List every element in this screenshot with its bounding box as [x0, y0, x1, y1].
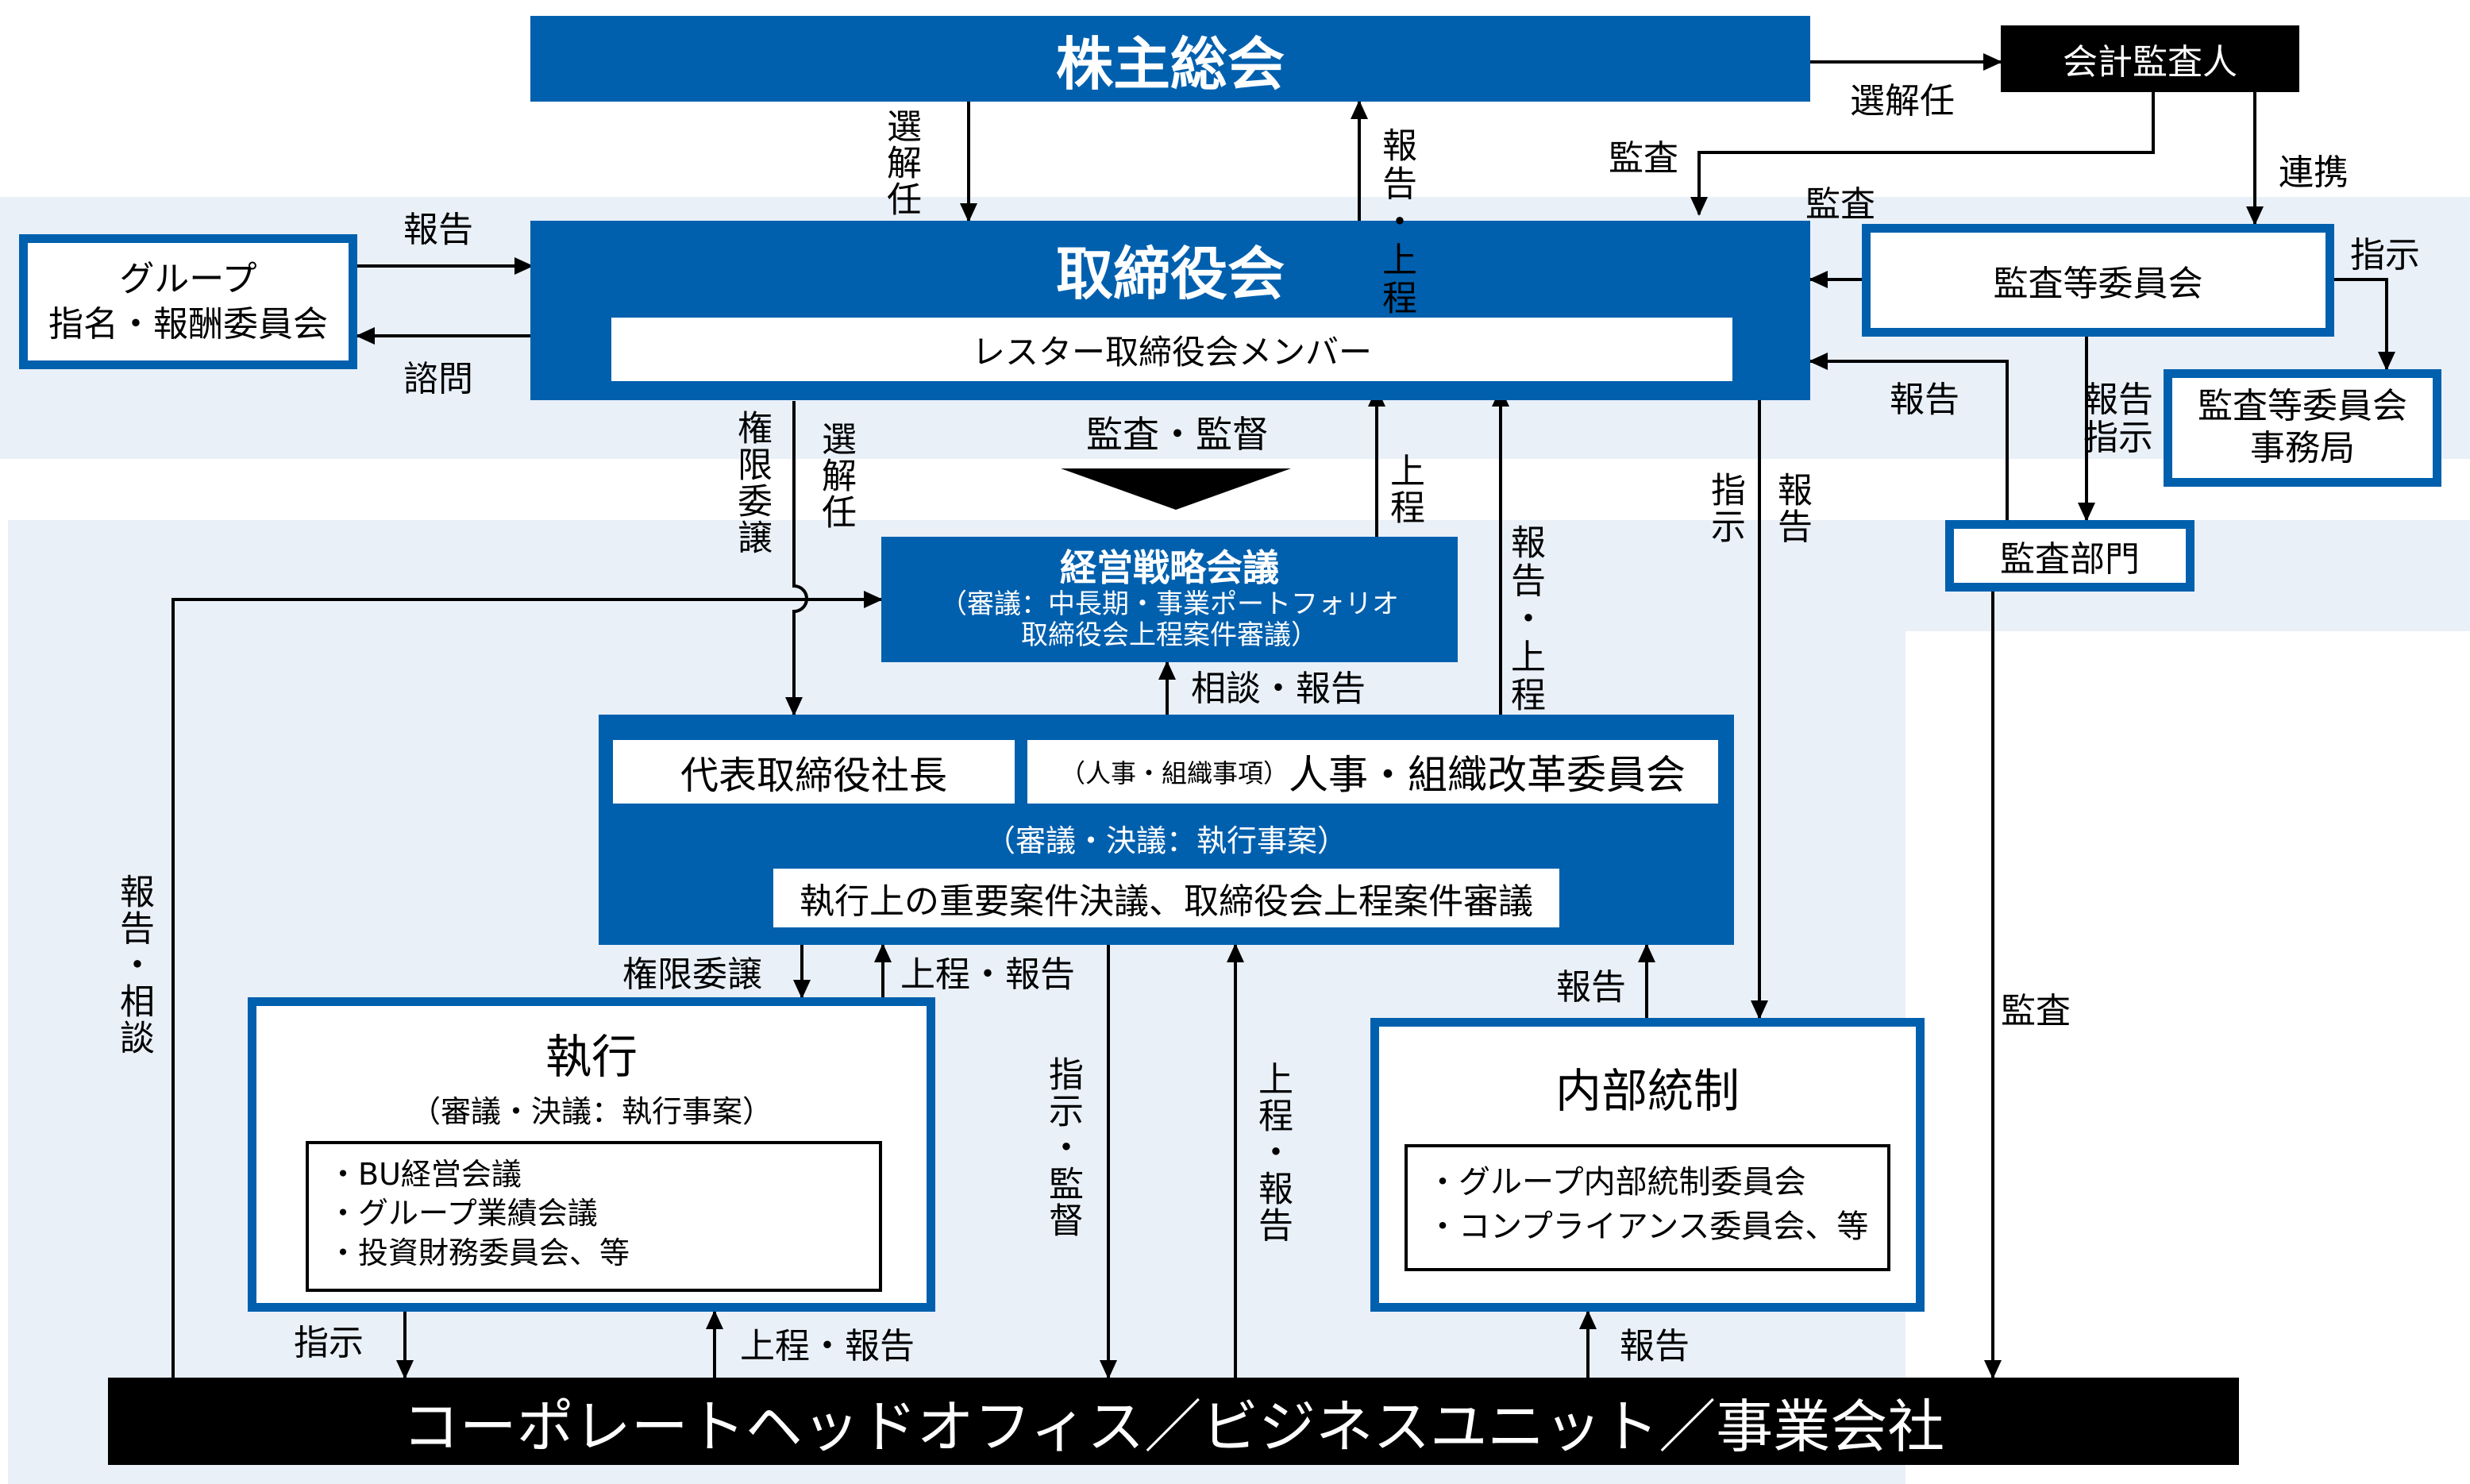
hr-committee-box: （人事・組織事項） 人事・組織改革委員会	[1027, 740, 1718, 804]
label-report-3: 報告	[1556, 967, 1626, 1008]
label-report-4: 報告	[1620, 1326, 1690, 1366]
node-audit-office: 監査等委員会 事務局	[2164, 369, 2441, 487]
label-senkainin-1: 選解任	[880, 108, 921, 218]
node-strategy-meeting: 経営戦略会議 （審議：中長期・事業ポートフォリオ 取締役会上程案件審議）	[881, 537, 1458, 662]
label-report-instruct: 報告指示	[2083, 380, 2153, 459]
node-audit-dept: 監査部門	[1945, 520, 2194, 592]
president-note: 執行上の重要案件決議、取締役会上程案件審議	[773, 869, 1559, 927]
label-instruct-3: 指示	[294, 1323, 364, 1363]
strategy-title: 経営戦略会議	[1060, 546, 1279, 590]
label-audit-3: 監査	[2001, 991, 2071, 1031]
supervision-triangle	[1061, 468, 1291, 510]
node-president-block: 代表取締役社長 （人事・組織事項） 人事・組織改革委員会 （審議・決議：執行事案…	[599, 715, 1734, 945]
label-report-nom: 報告	[403, 210, 473, 250]
label-consult-report: 相談・報告	[1191, 669, 1366, 709]
node-corporate: コーポレートヘッドオフィス／ビジネスユニット／事業会社	[108, 1378, 2239, 1465]
exec-list: ・BU経営会議 ・グループ業績会議 ・投資財務委員会、等	[306, 1141, 882, 1292]
exec-item: ・投資財務委員会、等	[328, 1235, 630, 1270]
label-submit-report-2: 上程・報告	[1252, 1061, 1293, 1243]
president-box: 代表取締役社長	[613, 740, 1015, 804]
node-execution: 執行 （審議・決議：執行事案） ・BU経営会議 ・グループ業績会議 ・投資財務委…	[248, 997, 935, 1312]
internal-item: ・コンプライアンス委員会、等	[1427, 1208, 1869, 1245]
node-auditor: 会計監査人	[2001, 25, 2299, 92]
internal-item: ・グループ内部統制委員会	[1427, 1164, 1806, 1201]
hr-main: 人事・組織改革委員会	[1289, 752, 1686, 798]
label-instruct-2: 指示	[1705, 472, 1745, 545]
strategy-line1: （審議：中長期・事業ポートフォリオ	[940, 588, 1399, 621]
node-board: 取締役会 レスター取締役会メンバー	[530, 221, 1810, 400]
board-members: レスター取締役会メンバー	[611, 318, 1732, 381]
label-senkainin-2: 選解任	[815, 421, 856, 530]
strategy-line2: 取締役会上程案件審議）	[1021, 619, 1318, 652]
label-senkainin-top: 選解任	[1850, 81, 1955, 121]
label-kengen: 権限委譲	[731, 410, 772, 556]
internal-list: ・グループ内部統制委員会 ・コンプライアンス委員会、等	[1405, 1144, 1890, 1271]
exec-item: ・BU経営会議	[328, 1157, 522, 1192]
board-title: 取締役会	[1055, 240, 1285, 307]
arrow-dept-to-board	[1809, 353, 2009, 520]
label-kengen-2: 権限委譲	[622, 954, 762, 995]
node-nomination-committee: グループ 指名・報酬委員会	[19, 234, 357, 369]
label-instruct-supervise: 指示・監督	[1042, 1056, 1083, 1239]
audit-office-line1: 監査等委員会	[2198, 386, 2407, 427]
label-audit-1: 監査	[1609, 138, 1678, 179]
label-submit-report-1: 上程・報告	[900, 954, 1075, 995]
node-audit-committee: 監査等委員会	[1862, 224, 2334, 337]
exec-sub: （審議・決議：執行事案）	[410, 1093, 773, 1129]
hr-small: （人事・組織事項）	[1059, 758, 1289, 788]
node-shareholders: 株主総会	[530, 16, 1810, 102]
label-jotei: 上程	[1384, 453, 1424, 526]
label-report-submit-mid: 報告・上程	[1505, 524, 1545, 715]
arrow-report-consult	[171, 591, 883, 1378]
label-submit-report-3: 上程・報告	[740, 1326, 915, 1366]
label-supervise: 監査・監督	[1086, 413, 1269, 456]
label-instruct-1: 指示	[2350, 235, 2420, 276]
label-renkei: 連携	[2279, 152, 2349, 193]
arrow-board-to-president	[785, 401, 808, 716]
arrow-committee-to-office	[2334, 278, 2395, 371]
arrow-auditor-audit	[1690, 92, 2155, 216]
label-report-submit-top: 報告・上程	[1376, 127, 1416, 318]
internal-title: 内部統制	[1555, 1064, 1740, 1118]
label-audit-2: 監査	[1805, 184, 1875, 225]
president-sub: （審議・決議：執行事案）	[985, 823, 1347, 858]
audit-office-line2: 事務局	[2250, 428, 2355, 468]
label-report-consult: 報告・相談	[114, 873, 154, 1056]
node-internal-control: 内部統制 ・グループ内部統制委員会 ・コンプライアンス委員会、等	[1370, 1018, 1925, 1312]
label-shimon: 諮問	[403, 359, 473, 399]
nomination-line2: 指名・報酬委員会	[48, 304, 328, 345]
exec-item: ・グループ業績会議	[328, 1196, 598, 1232]
exec-title: 執行	[545, 1030, 638, 1084]
label-report-board: 報告	[1890, 380, 1959, 420]
label-report-2: 報告	[1771, 472, 1812, 545]
nomination-line1: グループ	[119, 258, 257, 299]
